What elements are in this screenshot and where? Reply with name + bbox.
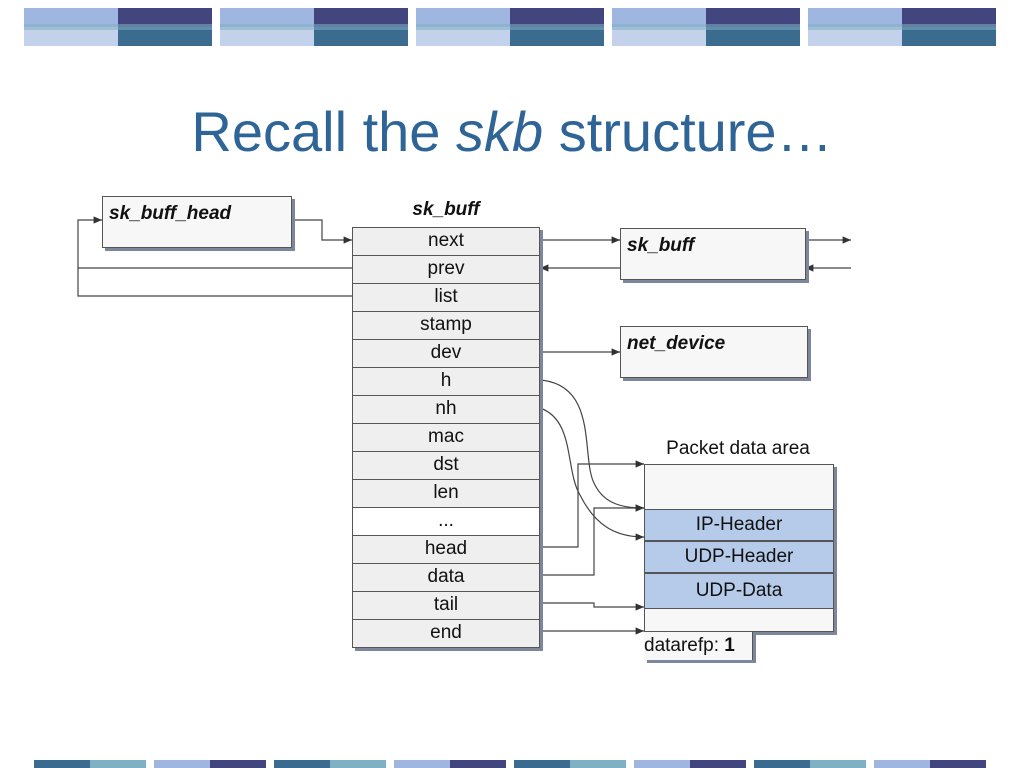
head-to-next-line	[291, 219, 352, 244]
sk-buff-field: stamp	[352, 312, 540, 340]
net-device-box: net_device	[620, 326, 808, 378]
datarefp-label: datarefp:	[644, 635, 725, 656]
title-suffix: structure…	[543, 100, 833, 163]
sk-buff-field: end	[352, 620, 540, 648]
sk-buff-field: head	[352, 536, 540, 564]
tail-to-udpdata-end-line	[540, 602, 644, 611]
h-to-ipheader-curve	[539, 379, 645, 512]
sk-buff-head-label: sk_buff_head	[109, 203, 232, 224]
sk-buff-field: ...	[352, 508, 540, 536]
udp-header-cell: UDP-Header	[645, 541, 833, 573]
decor-block	[514, 760, 626, 768]
decor-block	[154, 760, 266, 768]
head-to-packet-line	[540, 460, 644, 548]
bottom-decor-band	[0, 756, 1024, 768]
datarefp-value: 1	[724, 635, 735, 656]
decor-block	[612, 8, 800, 46]
title-italic: skb	[456, 100, 544, 163]
sk-buff-field: dst	[352, 452, 540, 480]
sk-buff-title: sk_buff	[412, 199, 480, 220]
decor-block	[754, 760, 866, 768]
list-line	[77, 268, 352, 297]
datarefp-counter: datarefp: 1	[644, 632, 753, 660]
sk-buff-field: nh	[352, 396, 540, 424]
net-device-label: net_device	[627, 333, 726, 354]
sk-buff-field: next	[352, 228, 540, 256]
sk-buff-field: tail	[352, 592, 540, 620]
decor-block	[416, 8, 604, 46]
decor-block	[274, 760, 386, 768]
decor-block	[808, 8, 996, 46]
decor-block	[34, 760, 146, 768]
decor-block	[24, 8, 212, 46]
decor-block	[394, 760, 506, 768]
prev-loop-line	[77, 216, 352, 269]
data-to-ipheader-line	[540, 504, 644, 576]
nh-to-ipheader-curve	[539, 407, 645, 541]
next-sk-buff-box: sk_buff	[620, 228, 806, 280]
sk-buff-field: prev	[352, 256, 540, 284]
sk-buff-field: list	[352, 284, 540, 312]
decor-block	[634, 760, 746, 768]
sk-buff-field: mac	[352, 424, 540, 452]
top-decor-band	[0, 0, 1024, 56]
packet-data-area-title: Packet data area	[666, 438, 810, 459]
title-prefix: Recall the	[191, 100, 456, 163]
packet-data-area: IP-Header UDP-Header UDP-Data	[644, 464, 834, 632]
sk-buff-field: len	[352, 480, 540, 508]
slide-title: Recall the skb structure…	[0, 96, 1024, 168]
decor-block	[220, 8, 408, 46]
ip-header-cell: IP-Header	[645, 509, 833, 541]
udp-data-cell: UDP-Data	[645, 573, 833, 609]
next-sk-buff-label: sk_buff	[627, 235, 695, 256]
sk-buff-head-box: sk_buff_head	[102, 196, 292, 248]
sk-buff-field: dev	[352, 340, 540, 368]
sk-buff-field: h	[352, 368, 540, 396]
decor-block	[874, 760, 986, 768]
sk-buff-field: data	[352, 564, 540, 592]
